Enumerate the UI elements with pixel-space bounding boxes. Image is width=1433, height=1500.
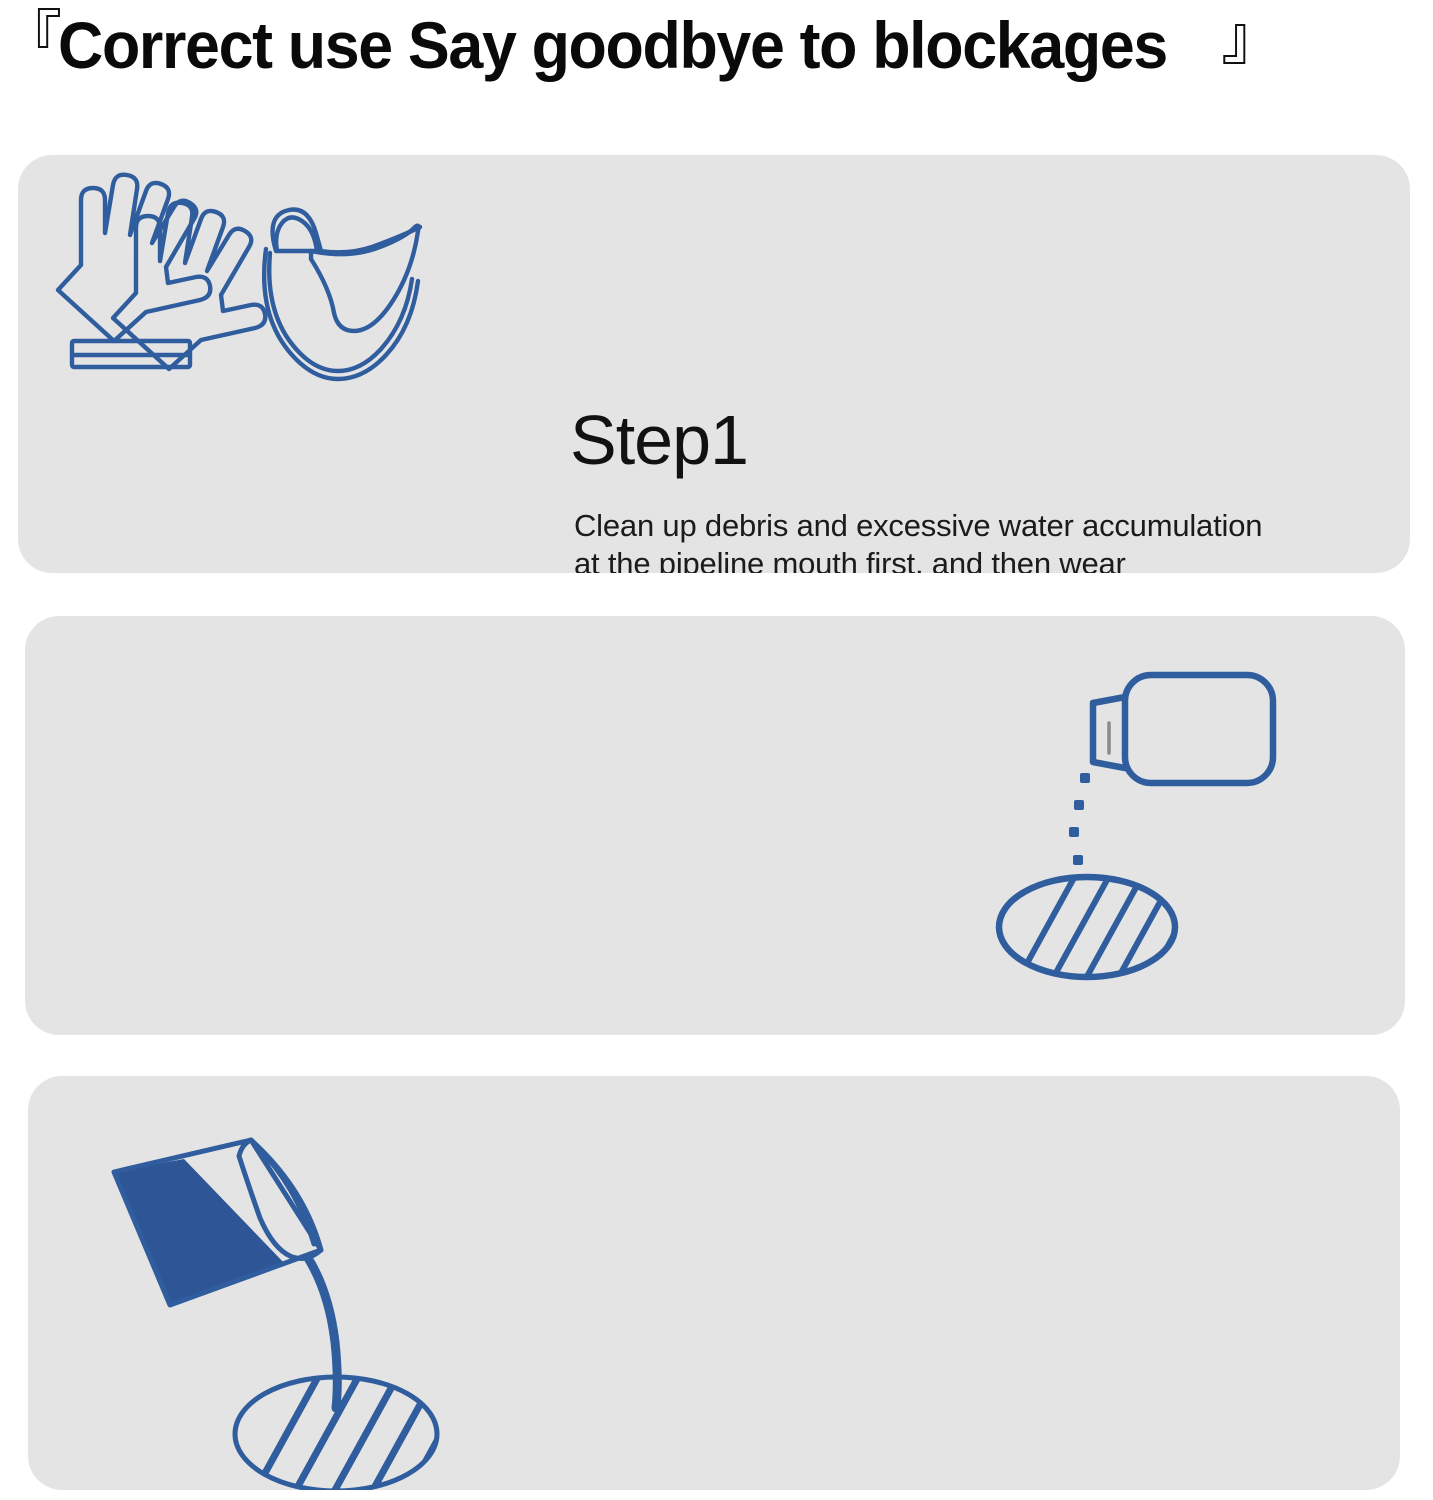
step-card-2: Step2 Take an appropriate amount of this… — [25, 616, 1405, 1035]
step-1-heading: Step1 — [570, 401, 749, 479]
open-corner-bracket: 『 — [2, 4, 62, 74]
bottle-pouring-into-drain-icon — [985, 655, 1305, 990]
page-title-text: Correct use Say goodbye to blockages — [58, 8, 1168, 82]
close-corner-bracket: 』 — [1221, 4, 1282, 74]
step-1-body-text: Clean up debris and excessive water accu… — [574, 508, 1263, 573]
step-card-1: Step1 Clean up debris and excessive wate… — [18, 155, 1410, 573]
page-title: 『 Correct use Say goodbye to blockages 』 — [0, 0, 1433, 90]
step-card-3: Step3 In order to better unblock blockag… — [28, 1076, 1400, 1490]
cup-pouring-into-drain-icon — [108, 1132, 498, 1490]
gloves-and-mask-icon — [18, 155, 428, 395]
